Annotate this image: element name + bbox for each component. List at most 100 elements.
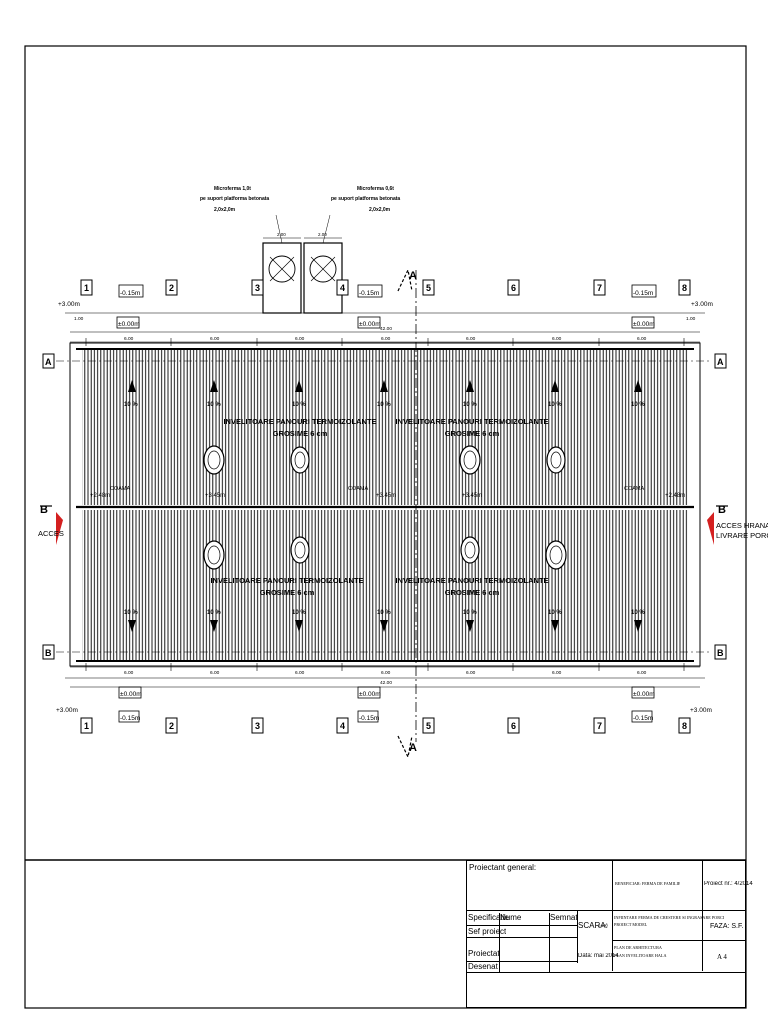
axis-letters — [42, 353, 727, 660]
svg-text:B: B — [717, 648, 724, 658]
equipment-units: 2.00 2.00 — [262, 214, 343, 314]
tb-row-line — [467, 861, 745, 911]
svg-text:10 %: 10 % — [631, 610, 645, 616]
svg-text:-0.15m: -0.15m — [120, 290, 140, 297]
svg-text:10 %: 10 % — [463, 402, 477, 408]
svg-text:+3.45m: +3.45m — [462, 493, 482, 499]
svg-text:INVELITOARE PANOURI TERMOIZOLA: INVELITOARE PANOURI TERMOIZOLANTE — [395, 576, 548, 585]
dimension-lines — [65, 312, 705, 688]
tb-bottom-line — [467, 972, 745, 973]
axis-letter-text: A A B B — [45, 357, 724, 658]
svg-text:+3.45m: +3.45m — [376, 493, 396, 499]
slope-arrows-up — [128, 380, 642, 392]
nume-label: Nume — [499, 913, 549, 925]
svg-text:3: 3 — [255, 283, 260, 293]
svg-text:-0.15m: -0.15m — [359, 290, 379, 297]
scara-value: 1:100 — [598, 923, 608, 928]
svg-text:1.00: 1.00 — [74, 316, 84, 322]
svg-text:B: B — [718, 504, 726, 516]
row-desenat — [467, 961, 577, 973]
svg-text:6.00: 6.00 — [552, 336, 562, 342]
svg-text:10 %: 10 % — [207, 610, 221, 616]
svg-text:6.00: 6.00 — [210, 336, 220, 342]
equipment-dim: 2.00 — [277, 232, 286, 237]
roof-outline — [69, 342, 701, 667]
svg-text:INVELITOARE PANOURI TERMOIZOLA: INVELITOARE PANOURI TERMOIZOLANTE — [395, 417, 548, 426]
svg-text:±0.00m: ±0.00m — [118, 321, 140, 328]
svg-text:-0.15m: -0.15m — [359, 715, 379, 722]
svg-text:-0.15m: -0.15m — [120, 715, 140, 722]
svg-text:8: 8 — [682, 283, 687, 293]
title-block: Proiectant general: BENEFICIAR: FERMA DE… — [466, 860, 753, 1008]
section-marker-bottom: A — [397, 735, 417, 759]
sef-label: Sef proiect — [468, 927, 507, 936]
svg-text:1.00: 1.00 — [686, 316, 696, 322]
ridge-levels: +2.48m +3.45m +3.45m +3.45m +2.48m — [90, 493, 685, 499]
svg-text:ACCES HRANA: ACCES HRANA — [716, 521, 768, 530]
svg-text:10 %: 10 % — [463, 610, 477, 616]
svg-text:7: 7 — [597, 721, 602, 731]
svg-text:6.00: 6.00 — [637, 670, 647, 676]
svg-text:1: 1 — [84, 721, 89, 731]
axis-lines — [56, 360, 712, 653]
ridge-labels: COAMA COAMA COAMA — [110, 486, 645, 492]
svg-text:pe suport platforma betonata: pe suport platforma betonata — [200, 196, 269, 202]
svg-text:pe suport platforma betonata: pe suport platforma betonata — [331, 196, 400, 202]
dimension-ticks — [85, 338, 685, 671]
svg-text:B: B — [40, 504, 48, 516]
proiectant-label: Proiectant general: — [469, 863, 537, 872]
equipment-label-right: Microferma 0,6t pe suport platforma beto… — [331, 186, 400, 213]
svg-text:3: 3 — [255, 721, 260, 731]
svg-text:10 %: 10 % — [548, 402, 562, 408]
beneficiar-text: BENEFICIAR: FERMA DE FAMILIE — [615, 881, 681, 886]
faza-cell — [702, 911, 746, 941]
svg-text:GROSIME 6 cm: GROSIME 6 cm — [260, 588, 315, 597]
svg-text:A: A — [409, 742, 417, 754]
roof-panels-upper — [82, 349, 688, 505]
plansa-nr: A 4 — [717, 953, 727, 961]
proiectat-label: Proiectat — [468, 949, 500, 958]
svg-text:A: A — [409, 270, 417, 282]
svg-text:42.00: 42.00 — [380, 680, 392, 686]
svg-text:+2.48m: +2.48m — [665, 493, 685, 499]
svg-text:10 %: 10 % — [207, 402, 221, 408]
svg-text:6.00: 6.00 — [637, 336, 647, 342]
svg-text:5: 5 — [426, 283, 431, 293]
svg-text:8: 8 — [682, 721, 687, 731]
svg-text:±0.00m: ±0.00m — [359, 691, 381, 698]
plansa-1: PLAN DE ARHITECTURA — [614, 945, 662, 950]
svg-text:7: 7 — [597, 283, 602, 293]
svg-text:42.00: 42.00 — [380, 326, 392, 332]
svg-text:10 %: 10 % — [377, 610, 391, 616]
svg-text:6.00: 6.00 — [466, 336, 476, 342]
svg-text:6.00: 6.00 — [124, 336, 134, 342]
svg-text:COAMA: COAMA — [624, 486, 645, 492]
svg-text:1: 1 — [84, 283, 89, 293]
svg-text:2: 2 — [169, 721, 174, 731]
svg-text:6.00: 6.00 — [552, 670, 562, 676]
svg-text:LIVRARE PORCI: LIVRARE PORCI — [716, 531, 768, 540]
faza: FAZA: S.F. — [710, 923, 744, 930]
slope-labels-lower: 10 %10 % 10 %10 % 10 %10 % 10 % — [124, 610, 645, 616]
slope-arrows-down — [128, 620, 642, 632]
svg-text:-0.15m: -0.15m — [633, 290, 653, 297]
svg-text:6: 6 — [511, 721, 516, 731]
svg-text:5: 5 — [426, 721, 431, 731]
svg-text:-0.15m: -0.15m — [633, 715, 653, 722]
equipment-label-left: Microferma 1,0t pe suport platforma beto… — [200, 186, 269, 213]
equipment-dim: 2.00 — [318, 232, 327, 237]
svg-text:INVELITOARE PANOURI TERMOIZOLA: INVELITOARE PANOURI TERMOIZOLANTE — [223, 417, 376, 426]
svg-text:±0.00m: ±0.00m — [120, 691, 142, 698]
svg-text:10 %: 10 % — [548, 610, 562, 616]
titlu-cell — [612, 911, 702, 941]
section-marker-top: A — [397, 268, 417, 292]
svg-text:+3.00m: +3.00m — [690, 707, 712, 714]
roof-label-tl: INVELITOARE PANOURI TERMOIZOLANTE GROSIM… — [223, 417, 376, 438]
svg-text:+2.48m: +2.48m — [90, 493, 110, 499]
svg-text:6.00: 6.00 — [381, 336, 391, 342]
roof-panels-lower — [82, 510, 688, 661]
svg-text:ACCES: ACCES — [38, 529, 64, 538]
axis-number-text-top: 1 2 3 4 5 6 7 8 — [84, 283, 687, 293]
svg-text:6: 6 — [511, 283, 516, 293]
col-semn — [549, 925, 550, 973]
